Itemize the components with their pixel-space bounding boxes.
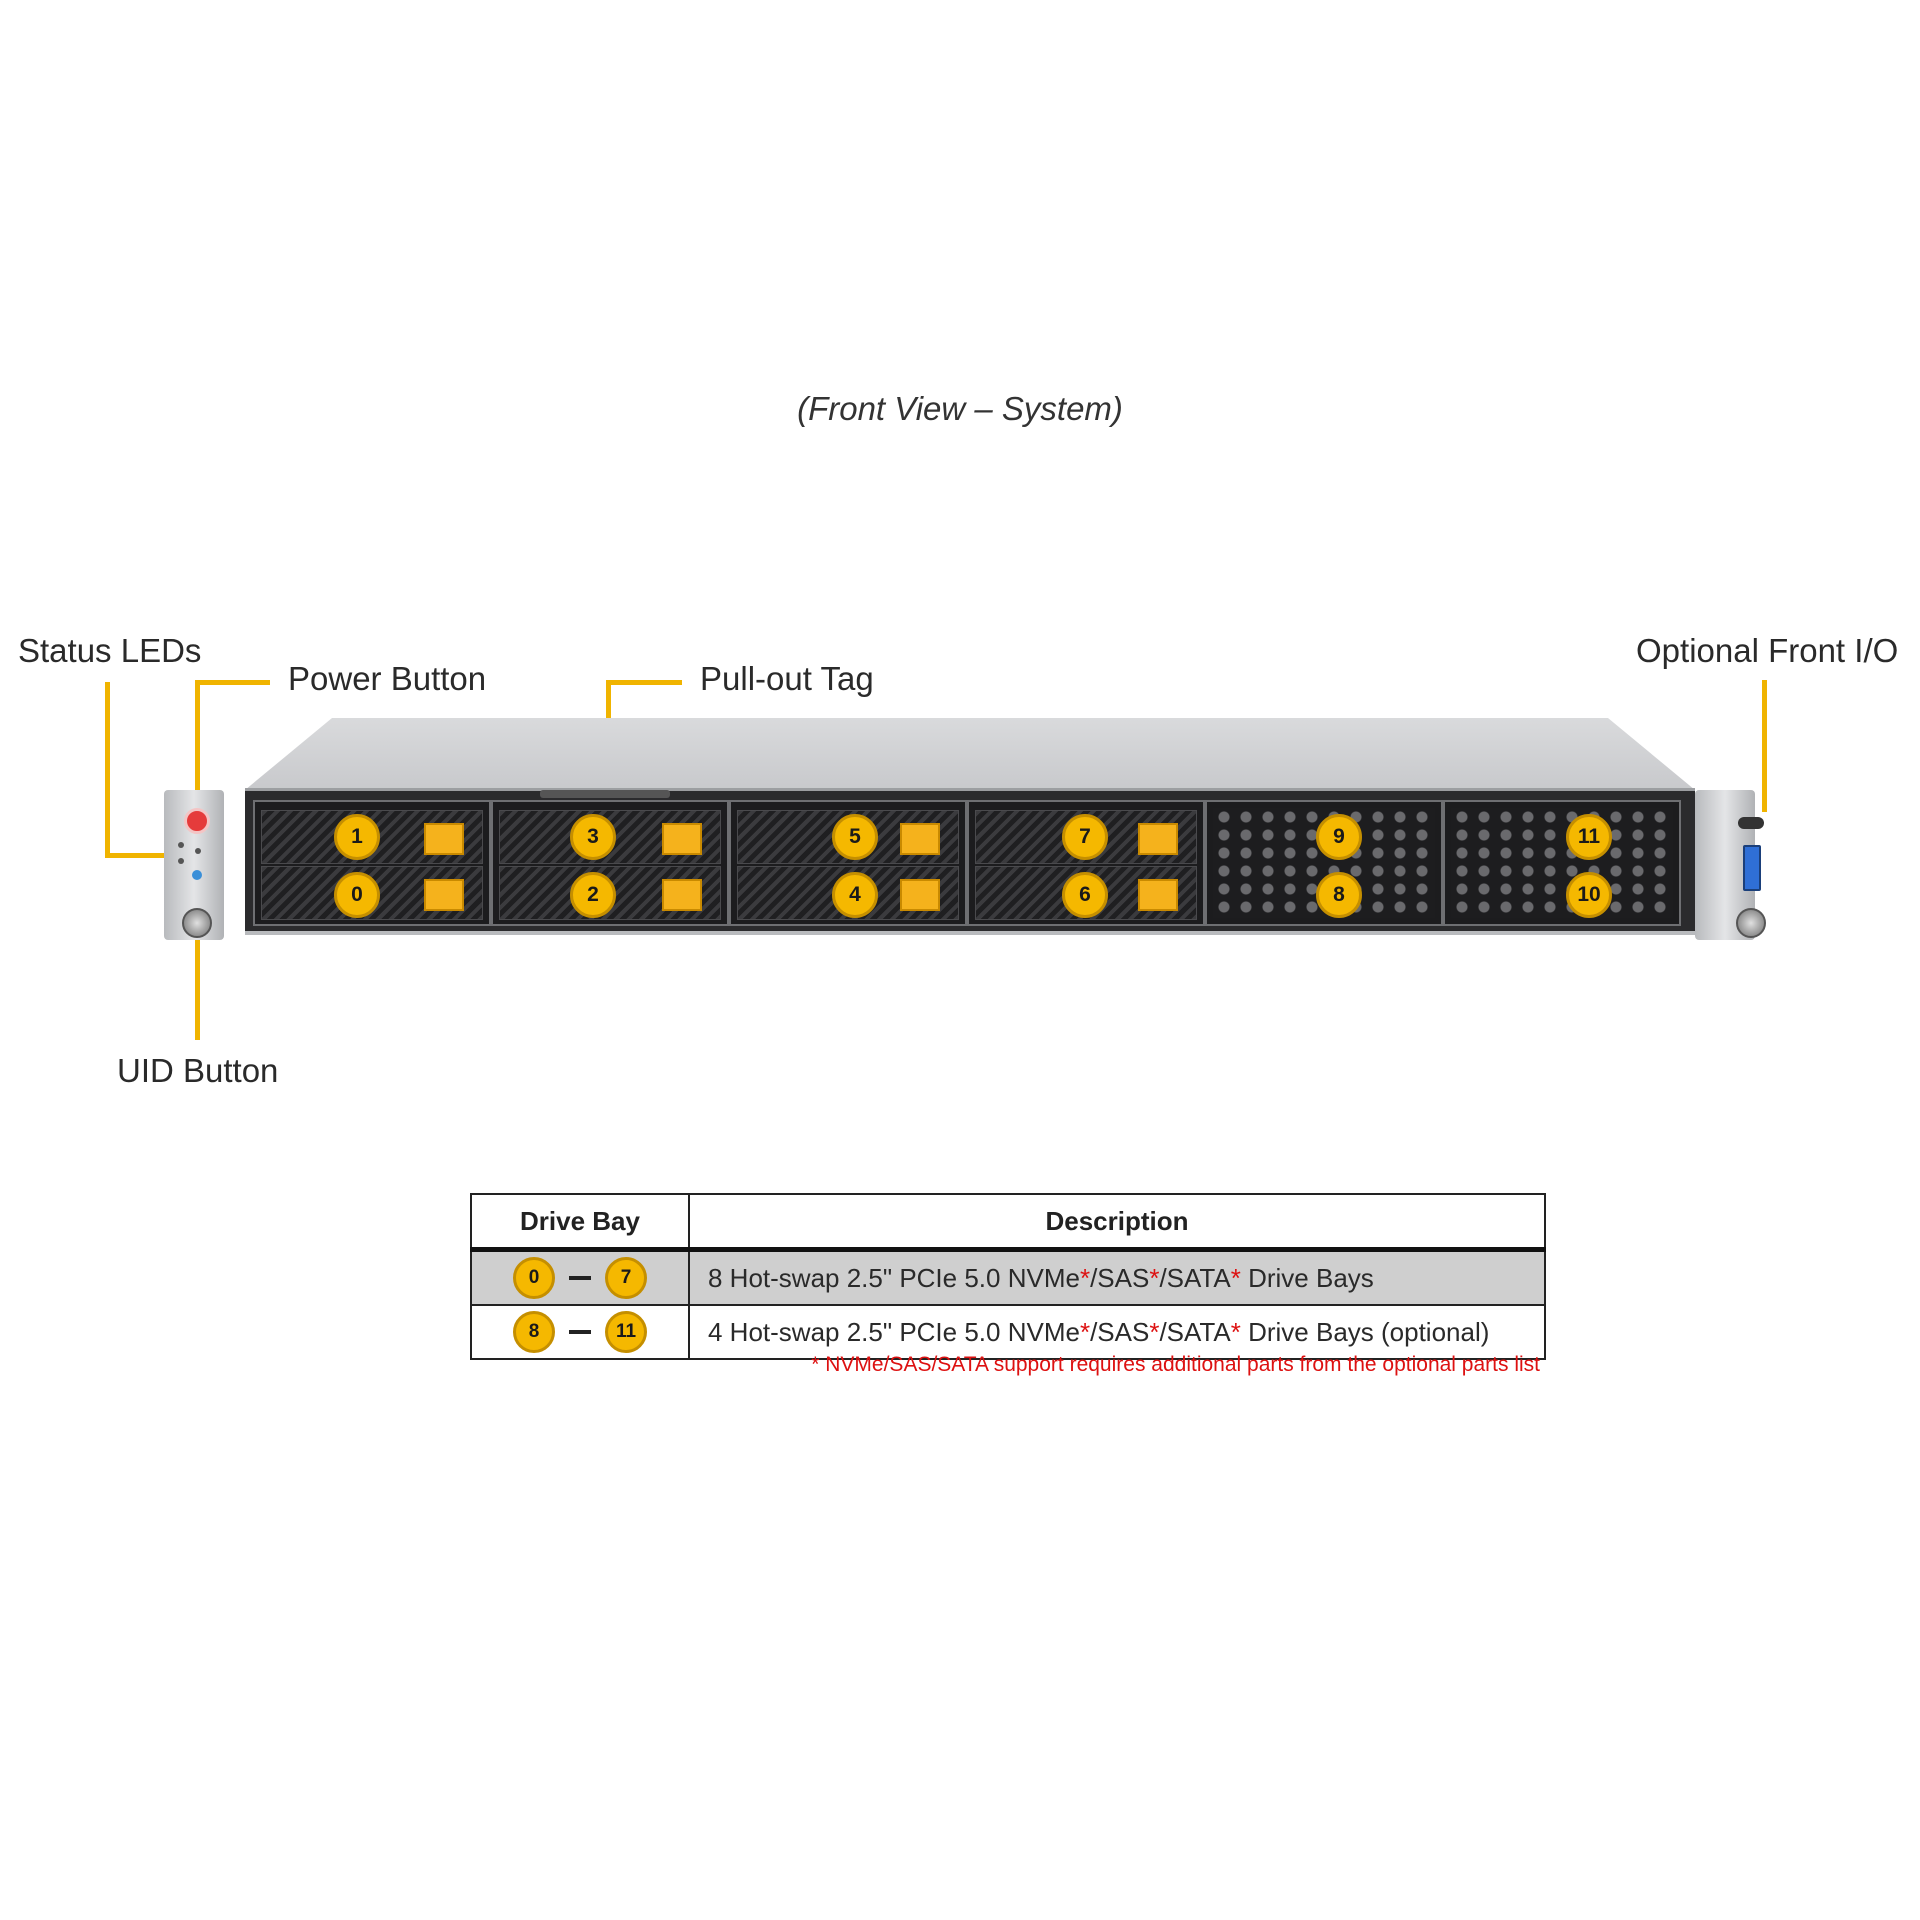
description-text: 4 Hot-swap 2.5" PCIe 5.0 NVMe [708, 1316, 1080, 1347]
range-dash [569, 1330, 591, 1334]
drive-bay-description: 4 Hot-swap 2.5" PCIe 5.0 NVMe*/SAS*/SATA… [688, 1304, 1546, 1360]
tray-latch[interactable] [900, 879, 940, 911]
right-thumbscrew [1736, 908, 1766, 938]
bay-number-badge: 6 [1062, 872, 1108, 918]
leader-power-h [195, 680, 270, 685]
description-text: 8 Hot-swap 2.5" PCIe 5.0 NVMe [708, 1262, 1080, 1293]
leader-front-io [1762, 680, 1767, 812]
front-usb-c-port[interactable] [1738, 817, 1764, 829]
drive-tray-2[interactable] [499, 866, 721, 920]
leader-status-leds-h [105, 853, 175, 858]
asterisk: * [1079, 1316, 1091, 1347]
bay-number-badge: 2 [570, 872, 616, 918]
left-thumbscrew [182, 908, 212, 938]
bay-number-badge: 7 [1062, 814, 1108, 860]
drive-bay-description: 8 Hot-swap 2.5" PCIe 5.0 NVMe*/SAS*/SATA… [688, 1248, 1546, 1306]
bay-number-badge: 9 [1316, 814, 1362, 860]
callout-uid-button: UID Button [117, 1052, 279, 1089]
bay-number-badge: 5 [832, 814, 878, 860]
bay-number-badge: 11 [1566, 814, 1612, 860]
callout-optional-front-io: Optional Front I/O [1636, 632, 1899, 669]
bay-number-badge: 11 [605, 1311, 647, 1353]
asterisk: * [1230, 1316, 1241, 1347]
bay-number-badge: 1 [334, 814, 380, 860]
drive-bay-range: 8 11 [470, 1304, 690, 1360]
description-text: Drive Bays [1240, 1262, 1374, 1293]
drive-tray-3[interactable] [499, 810, 721, 864]
bay-number-badge: 10 [1566, 872, 1612, 918]
range-dash [569, 1276, 591, 1280]
power-button[interactable] [184, 808, 210, 834]
tray-latch[interactable] [900, 823, 940, 855]
bay-number-badge: 0 [334, 872, 380, 918]
asterisk: * [1230, 1262, 1241, 1293]
status-led [178, 858, 184, 864]
status-led [178, 842, 184, 848]
bay-number-badge: 0 [513, 1257, 555, 1299]
description-text: /SAS [1090, 1262, 1150, 1293]
tray-latch[interactable] [1138, 879, 1178, 911]
drive-tray-0[interactable] [261, 866, 483, 920]
bay-group-10-11 [1443, 800, 1681, 926]
front-usb-port[interactable] [1743, 845, 1761, 891]
column-header-drive-bay: Drive Bay [470, 1193, 690, 1252]
blank-mesh-cover [1451, 808, 1673, 918]
bay-number-badge: 3 [570, 814, 616, 860]
description-text: /SATA [1159, 1316, 1231, 1347]
bay-number-badge: 7 [605, 1257, 647, 1299]
description-text: /SAS [1090, 1316, 1150, 1347]
tray-latch[interactable] [424, 823, 464, 855]
leader-pull-out-h [606, 680, 682, 685]
bay-number-badge: 8 [513, 1311, 555, 1353]
bay-number-badge: 4 [832, 872, 878, 918]
pull-out-tag[interactable] [540, 790, 670, 798]
table-header-row: Drive Bay Description [470, 1193, 1546, 1252]
description-text: Drive Bays (optional) [1240, 1316, 1490, 1347]
callout-pull-out-tag: Pull-out Tag [700, 660, 874, 697]
status-led [195, 848, 201, 854]
diagram-title: (Front View – System) [797, 390, 1123, 427]
leader-uid [195, 905, 200, 1040]
bay-number-badge: 8 [1316, 872, 1362, 918]
tray-latch[interactable] [424, 879, 464, 911]
asterisk: * [1149, 1316, 1160, 1347]
leader-power-v [195, 680, 200, 805]
asterisk: * [1079, 1262, 1091, 1293]
column-header-description: Description [688, 1193, 1546, 1252]
description-text: /SATA [1159, 1262, 1231, 1293]
tray-latch[interactable] [1138, 823, 1178, 855]
asterisk: * [1149, 1262, 1160, 1293]
chassis-top-cover [245, 718, 1695, 790]
tray-latch[interactable] [662, 879, 702, 911]
uid-button[interactable] [192, 870, 202, 880]
callout-status-leds: Status LEDs [18, 632, 202, 669]
callout-power-button: Power Button [288, 660, 487, 697]
tray-latch[interactable] [662, 823, 702, 855]
leader-status-leds [105, 682, 110, 858]
footnote: * NVMe/SAS/SATA support requires additio… [811, 1353, 1540, 1376]
